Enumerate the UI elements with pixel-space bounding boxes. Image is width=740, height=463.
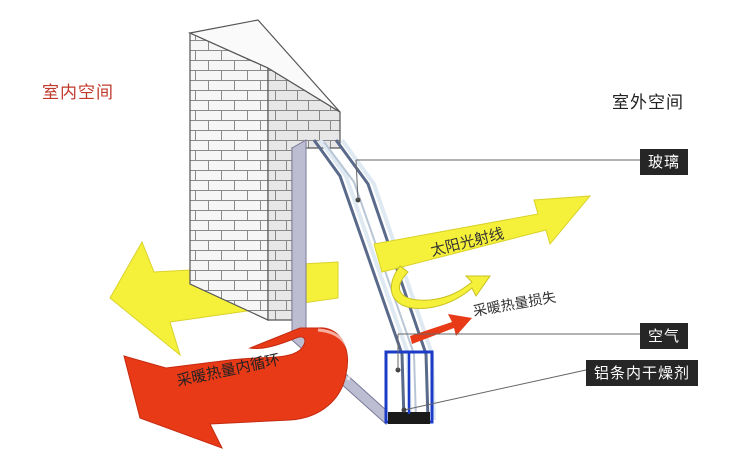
glass-pane-outer	[312, 139, 406, 421]
glass-tag: 玻璃	[640, 149, 689, 175]
outdoor-label: 室外空间	[612, 93, 684, 113]
air-tag: 空气	[640, 323, 689, 349]
heat-cycle-arrow	[123, 327, 348, 449]
leader-spacer	[403, 369, 587, 411]
brick-wall-top	[188, 19, 341, 113]
heat-loss-arrow	[410, 314, 472, 344]
brick-wall-front	[189, 32, 269, 321]
glass-pane-inner	[334, 139, 430, 421]
indoor-label: 室内空间	[42, 83, 114, 103]
spacer-tag: 铝条内干燥剂	[586, 360, 699, 386]
heat-loss-curve-arrow	[390, 265, 491, 309]
sunlight-arrow	[373, 195, 592, 273]
heat-loss-label: 采暖热量损失	[472, 290, 558, 320]
